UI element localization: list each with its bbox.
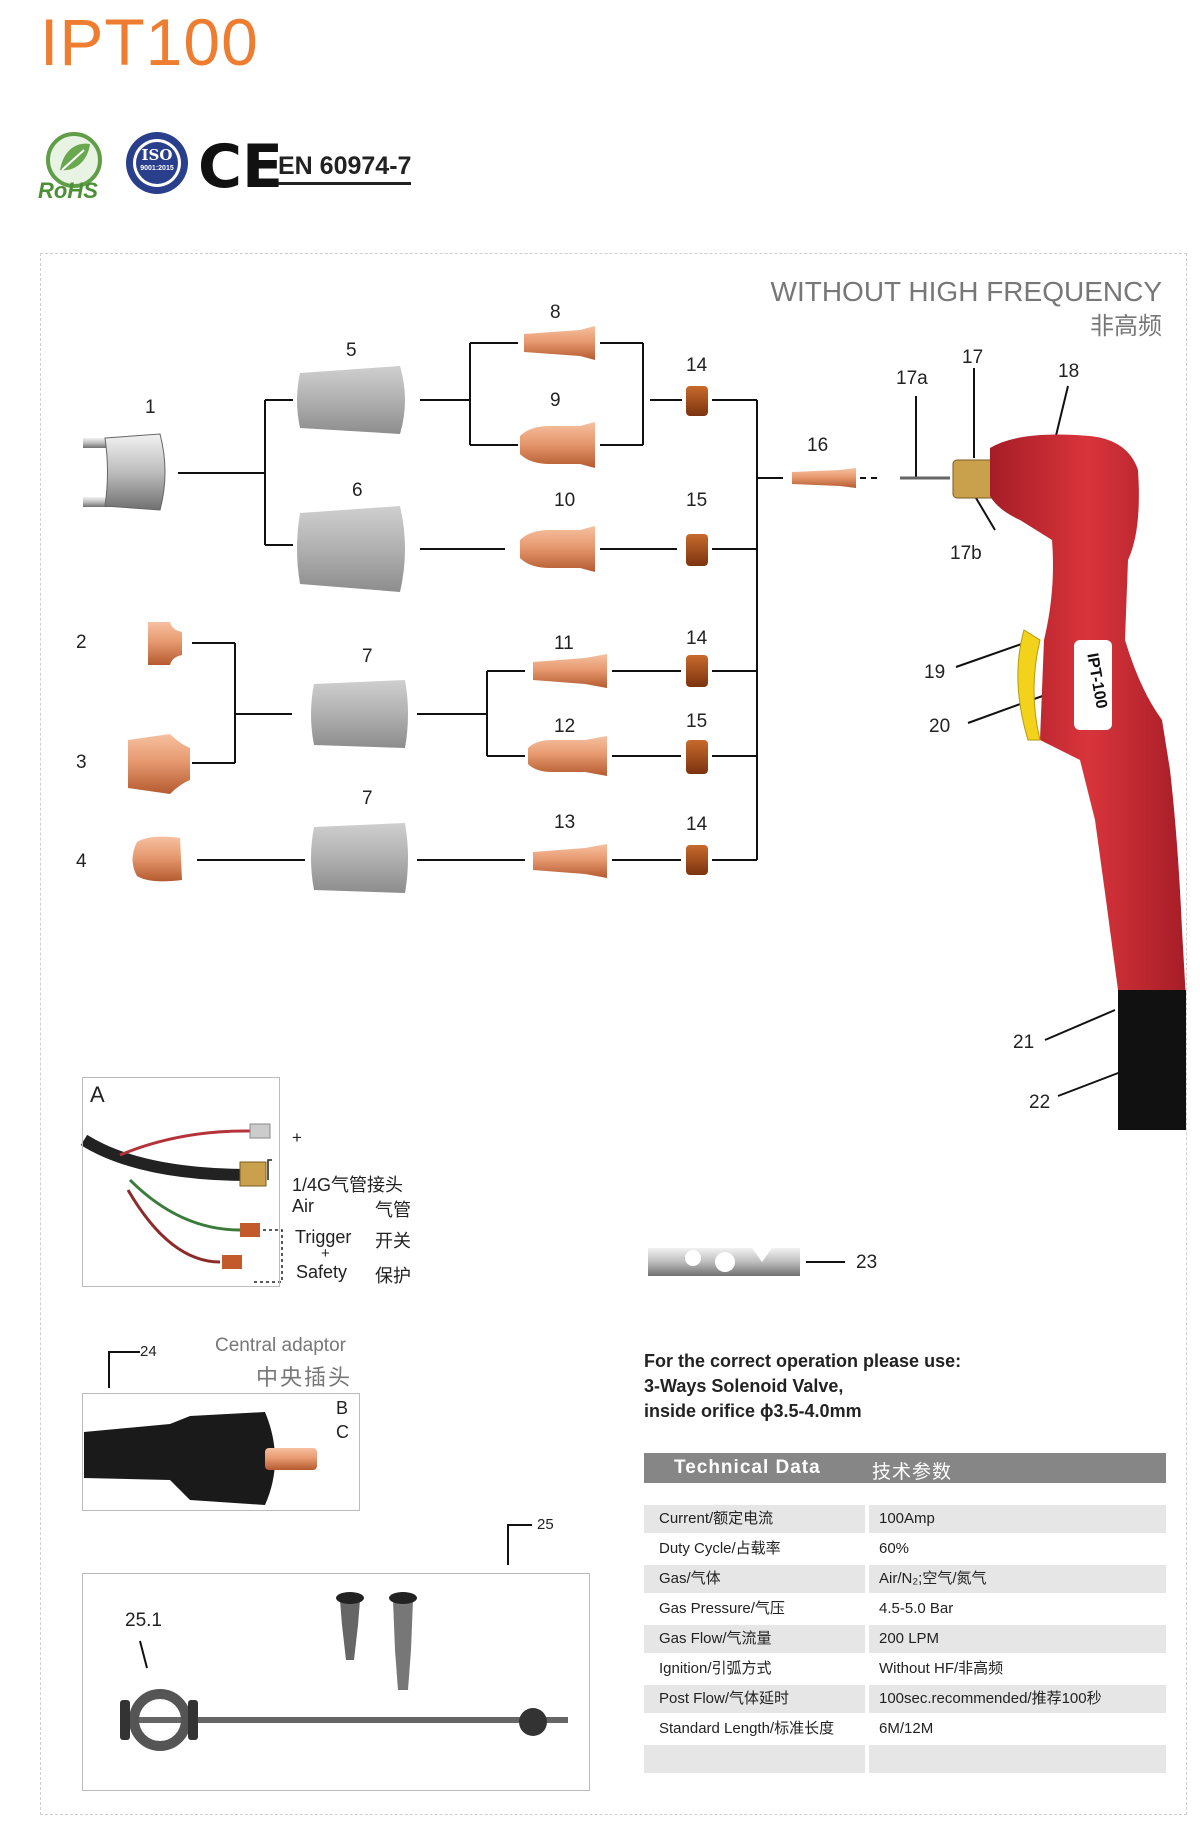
air-label-en: Air — [292, 1196, 314, 1216]
technical-data-title-cn: 技术参数 — [872, 1462, 953, 1483]
row-value: Without HF/非高频 — [879, 1660, 1004, 1677]
part-number-18: 18 — [1058, 361, 1080, 382]
note-line-2: 3-Ways Solenoid Valve, — [644, 1376, 844, 1396]
part-number-25-1: 25.1 — [125, 1610, 162, 1631]
part-number-3: 3 — [76, 752, 87, 773]
table-row — [644, 1745, 1166, 1775]
row-value: 100sec.recommended/推荐100秒 — [869, 1685, 1166, 1713]
diagram-heading-en: WITHOUT HIGH FREQUENCY — [770, 276, 1162, 307]
table-row: Gas Pressure/气压 4.5-5.0 Bar — [644, 1595, 1166, 1625]
part-number-12: 12 — [554, 716, 576, 737]
box-a-letter: A — [90, 1082, 105, 1107]
part-number-5: 5 — [346, 340, 357, 361]
torch-body — [900, 434, 1186, 1130]
circle-guide-box — [82, 1573, 590, 1791]
rohs-logo: RoHS — [38, 130, 108, 203]
part-1-shield — [83, 433, 166, 511]
row-label: Gas/气体 — [644, 1565, 865, 1593]
part-number-10: 10 — [554, 490, 576, 511]
diagram-frame — [40, 253, 1187, 1815]
part-number-7a: 7 — [362, 646, 373, 667]
part-number-7b: 7 — [362, 788, 373, 809]
plus-mid-label: + — [321, 1245, 330, 1262]
part-number-17: 17 — [962, 347, 984, 368]
part-number-13: 13 — [554, 812, 576, 833]
adaptor-title-cn: 中央插头 — [256, 1365, 353, 1390]
page-title: IPT100 — [40, 5, 259, 79]
gas-fitting-label: 1/4G气管接头 — [292, 1175, 404, 1195]
table-row: Current/额定电流 100Amp — [644, 1505, 1166, 1535]
table-row: Standard Length/标准长度 6M/12M — [644, 1715, 1166, 1745]
part-number-1: 1 — [145, 397, 156, 418]
rohs-text: RoHS — [38, 178, 98, 203]
iso-seal: ISO 9001:2015 — [124, 130, 190, 196]
part-number-11: 11 — [554, 633, 574, 654]
part-number-25: 25 — [537, 1516, 554, 1533]
part-number-19: 19 — [924, 662, 946, 683]
box-c-letter: C — [336, 1422, 349, 1442]
part-number-15b: 15 — [686, 711, 708, 732]
air-label-cn: 气管 — [375, 1200, 411, 1220]
row-label: Ignition/引弧方式 — [659, 1660, 772, 1677]
part-number-21: 21 — [1013, 1032, 1035, 1053]
part-number-14c: 14 — [686, 814, 708, 835]
row-label: Gas Flow/气流量 — [644, 1625, 865, 1653]
connection-box-a — [82, 1077, 280, 1287]
adaptor-title-en: Central adaptor — [215, 1335, 346, 1356]
row-value: 60% — [879, 1540, 910, 1557]
row-label: Duty Cycle/占载率 — [659, 1540, 781, 1557]
part-number-2: 2 — [76, 632, 87, 653]
part-number-23: 23 — [856, 1252, 878, 1273]
standard-label: EN 60974-7 — [278, 152, 412, 185]
diagram-heading-cn: 非高频 — [1090, 313, 1162, 340]
part-number-6: 6 — [352, 480, 363, 501]
trigger-label-cn: 开关 — [375, 1231, 411, 1251]
safety-label-en: Safety — [296, 1262, 348, 1282]
part-number-9: 9 — [550, 390, 561, 411]
row-value: Air/N₂;空气/氮气 — [869, 1565, 1166, 1593]
table-row: Gas Flow/气流量 200 LPM — [644, 1625, 1166, 1655]
trigger-label-en: Trigger — [295, 1227, 352, 1247]
technical-data-table: Current/额定电流 100Amp Duty Cycle/占载率 60% G… — [644, 1505, 1166, 1775]
row-value: 200 LPM — [869, 1625, 1166, 1653]
plus-top-label: + — [292, 1128, 302, 1147]
table-row: Post Flow/气体延时 100sec.recommended/推荐100秒 — [644, 1685, 1166, 1715]
part-number-22: 22 — [1029, 1092, 1051, 1113]
row-label — [644, 1745, 865, 1773]
row-value: 6M/12M — [879, 1720, 934, 1737]
row-value: 100Amp — [869, 1505, 1166, 1533]
operation-note: For the correct operation please use: 3-… — [644, 1349, 961, 1424]
part-number-20: 20 — [929, 716, 951, 737]
row-value — [869, 1745, 1166, 1773]
part-number-17a: 17a — [896, 368, 928, 389]
part-number-16: 16 — [807, 435, 829, 456]
row-label: Gas Pressure/气压 — [659, 1600, 785, 1617]
technical-data-header: Technical Data 技术参数 — [644, 1453, 1166, 1483]
table-row: Duty Cycle/占载率 60% — [644, 1535, 1166, 1565]
adaptor-box-b — [82, 1393, 360, 1511]
note-line-3: inside orifice ϕ3.5-4.0mm — [644, 1401, 862, 1421]
part-number-4: 4 — [76, 851, 87, 872]
iso-text: ISO — [141, 146, 173, 164]
table-row: Ignition/引弧方式 Without HF/非高频 — [644, 1655, 1166, 1685]
part-number-24: 24 — [140, 1343, 157, 1360]
row-label: Post Flow/气体延时 — [644, 1685, 865, 1713]
iso-sub-text: 9001:2015 — [140, 165, 174, 172]
part-number-15a: 15 — [686, 490, 708, 511]
safety-label-cn: 保护 — [375, 1266, 411, 1286]
row-label: Standard Length/标准长度 — [659, 1720, 835, 1737]
note-line-1: For the correct operation please use: — [644, 1351, 962, 1371]
part-number-8: 8 — [550, 302, 561, 323]
row-label: Current/额定电流 — [644, 1505, 865, 1533]
ce-mark: CE — [198, 132, 284, 202]
part-number-14b: 14 — [686, 628, 708, 649]
part-number-14a: 14 — [686, 355, 708, 376]
row-value: 4.5-5.0 Bar — [879, 1600, 954, 1617]
part-number-17b: 17b — [950, 543, 982, 564]
technical-data-title-en: Technical Data — [674, 1457, 821, 1478]
box-b-letter: B — [336, 1398, 349, 1418]
table-row: Gas/气体 Air/N₂;空气/氮气 — [644, 1565, 1166, 1595]
